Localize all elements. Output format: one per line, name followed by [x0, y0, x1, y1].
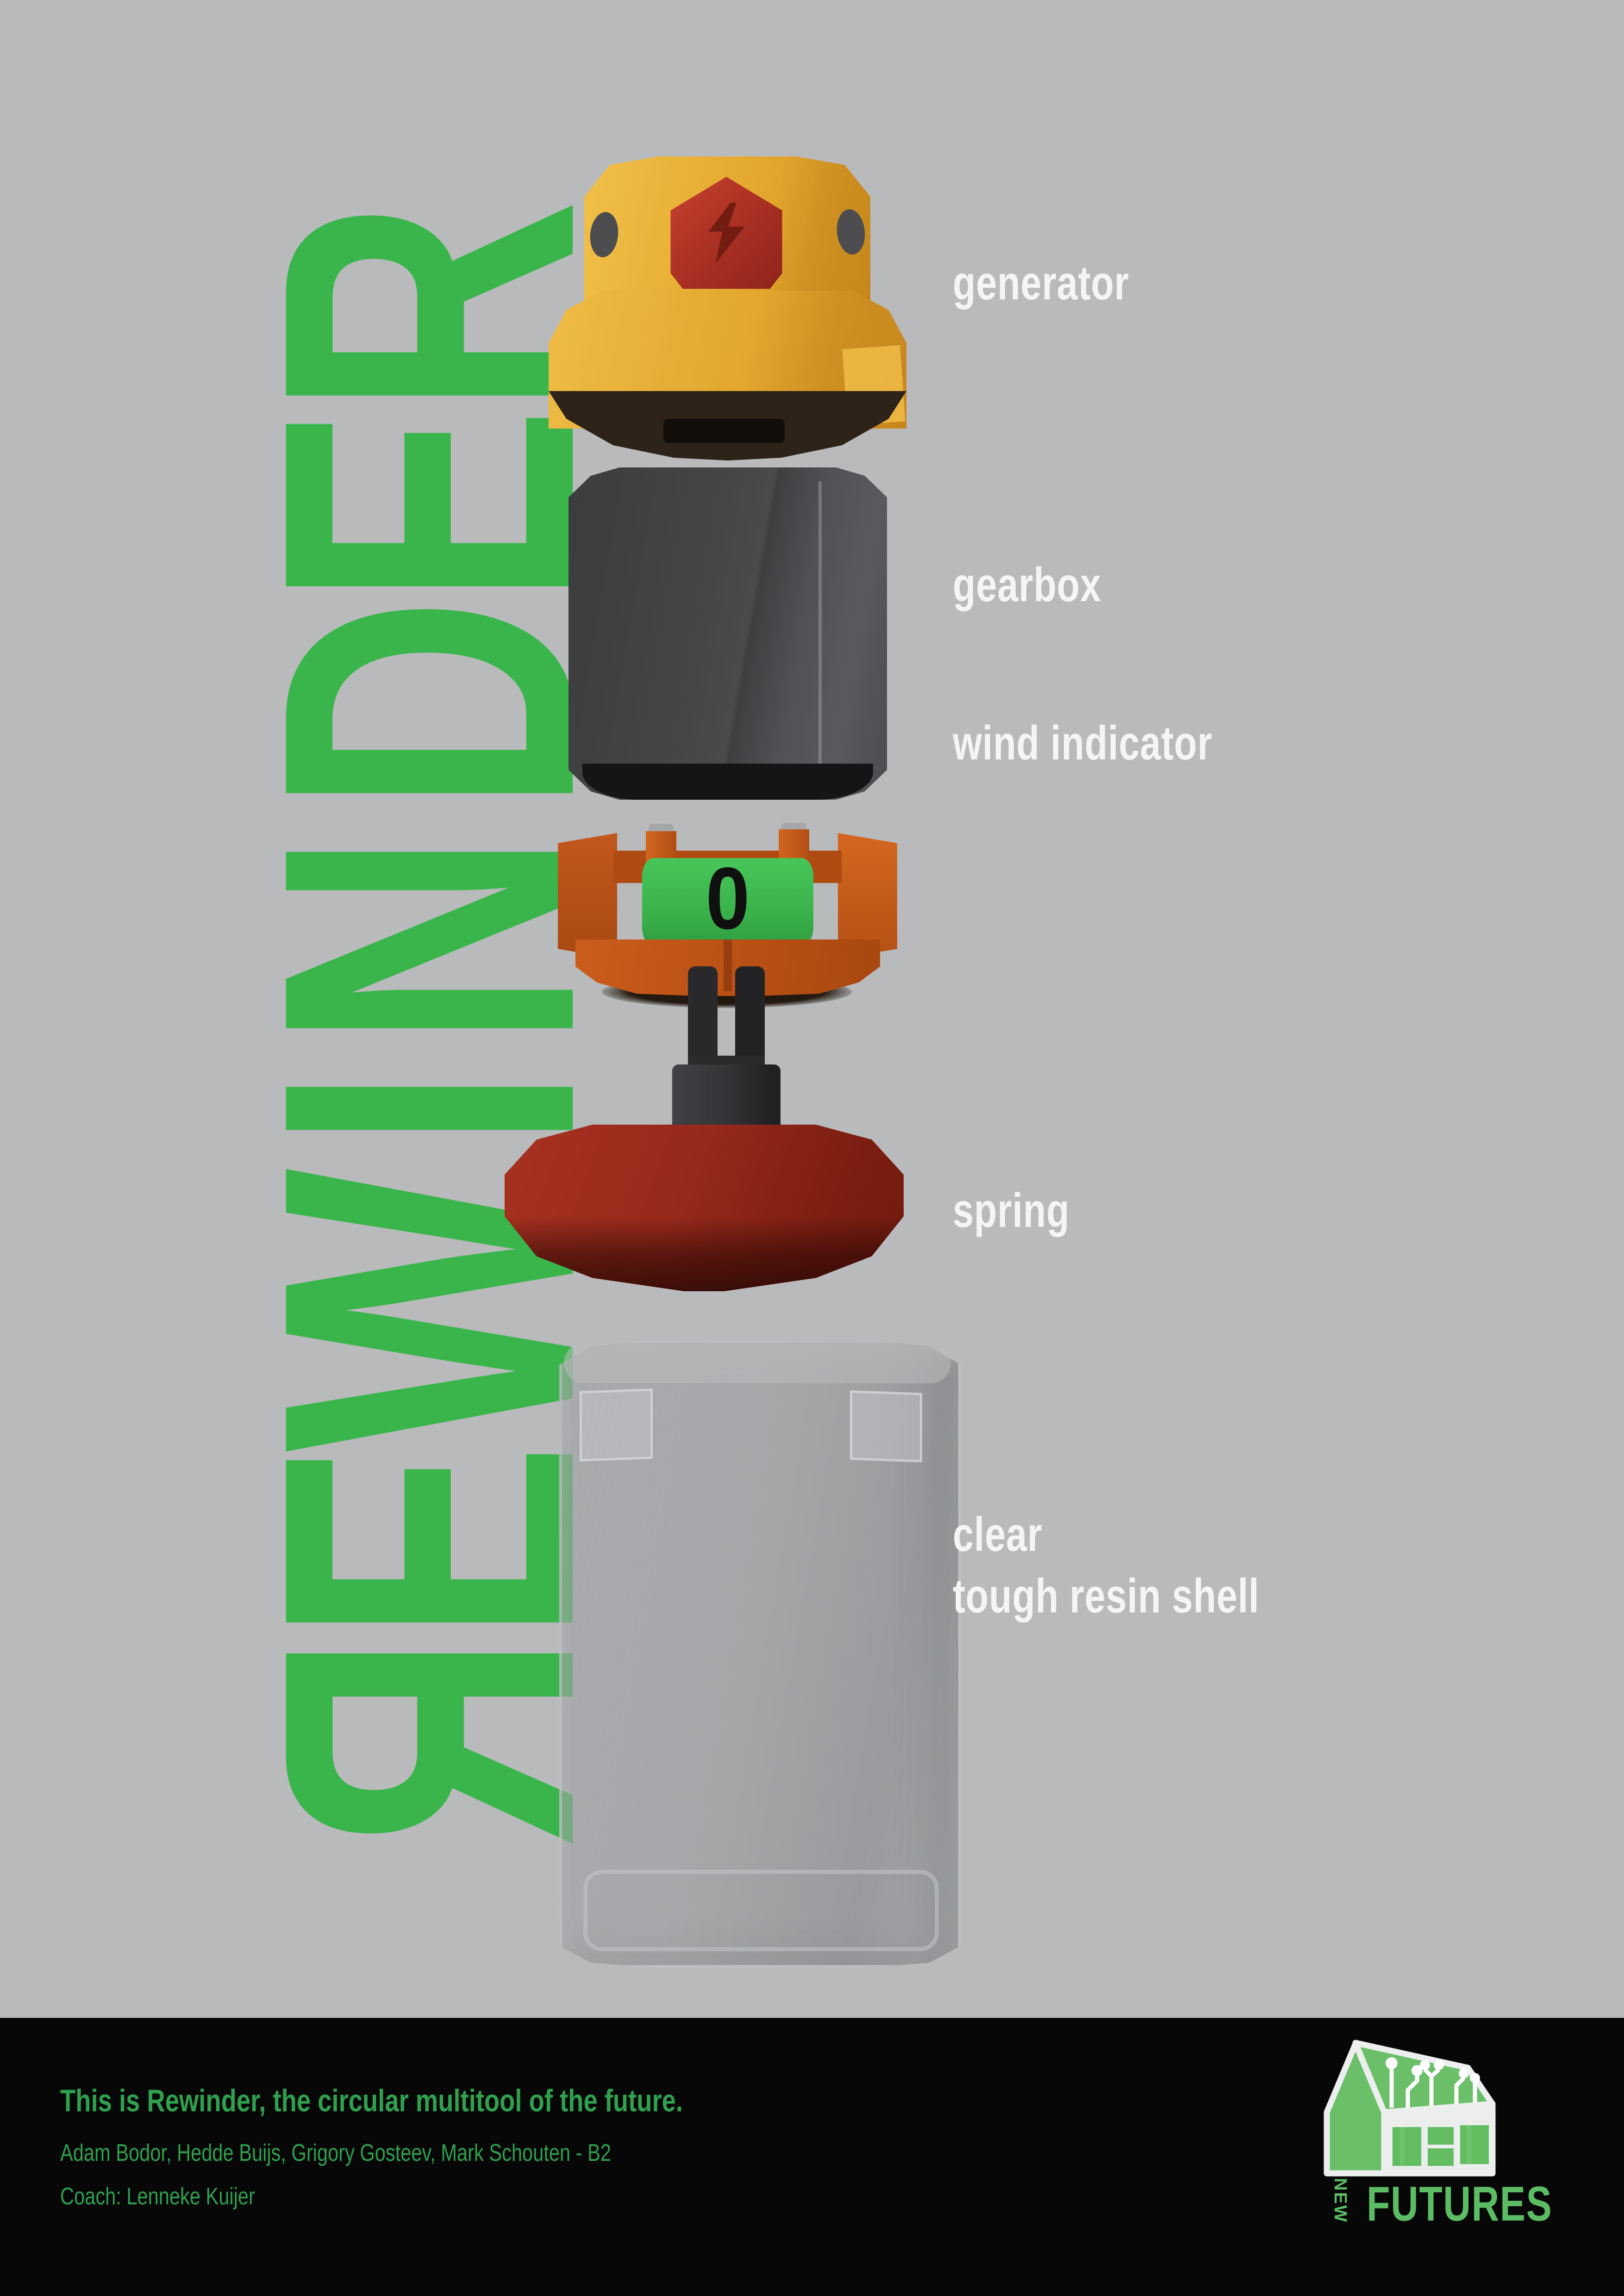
label-gearbox: gearbox: [953, 558, 1102, 612]
label-generator: generator: [953, 256, 1130, 310]
label-shell: clear tough resin shell: [953, 1504, 1259, 1627]
wind-indicator-illustration: 0: [558, 823, 897, 1009]
spring-shaft-left-prong: [688, 966, 718, 1073]
gearbox-edge-highlight: [818, 481, 822, 768]
greenhouse-logo-icon: [1324, 2040, 1496, 2177]
gearbox-body: [568, 467, 887, 800]
wind-indicator-right-fin: [838, 833, 897, 959]
footer-team-credits: Adam Bodor, Hedde Buijs, Grigory Gosteev…: [60, 2140, 612, 2166]
wind-indicator-value: 0: [706, 849, 750, 948]
shell-right-window: [850, 1390, 922, 1462]
gearbox-underside: [582, 764, 873, 800]
footer-coach-credit: Coach: Lenneke Kuijer: [60, 2183, 255, 2210]
label-wind-indicator: wind indicator: [953, 716, 1212, 770]
generator-illustration: [546, 153, 907, 460]
spring-illustration: [505, 965, 931, 1294]
logo-futures-text: FUTURES: [1367, 2177, 1553, 2231]
shell-top-face: [564, 1343, 951, 1383]
spring-red-base-shade: [505, 1125, 904, 1291]
label-spring: spring: [953, 1184, 1070, 1238]
wind-indicator-left-fin: [558, 833, 617, 959]
generator-slot: [663, 419, 785, 443]
footer-headline: This is Rewinder, the circular multitool…: [60, 2083, 683, 2118]
shell-left-window: [580, 1388, 653, 1462]
gearbox-illustration: [568, 467, 887, 801]
wind-indicator-display: 0: [642, 854, 813, 946]
label-shell-line2: tough resin shell: [953, 1569, 1260, 1624]
shell-bottom-rim: [583, 1870, 939, 1951]
spring-shaft-right-prong: [735, 966, 765, 1073]
label-shell-line1: clear: [953, 1508, 1043, 1562]
wind-indicator-base-seam: [724, 940, 732, 991]
logo-new-text: NEW: [1330, 2178, 1350, 2223]
lightning-bolt-icon: [708, 203, 744, 264]
